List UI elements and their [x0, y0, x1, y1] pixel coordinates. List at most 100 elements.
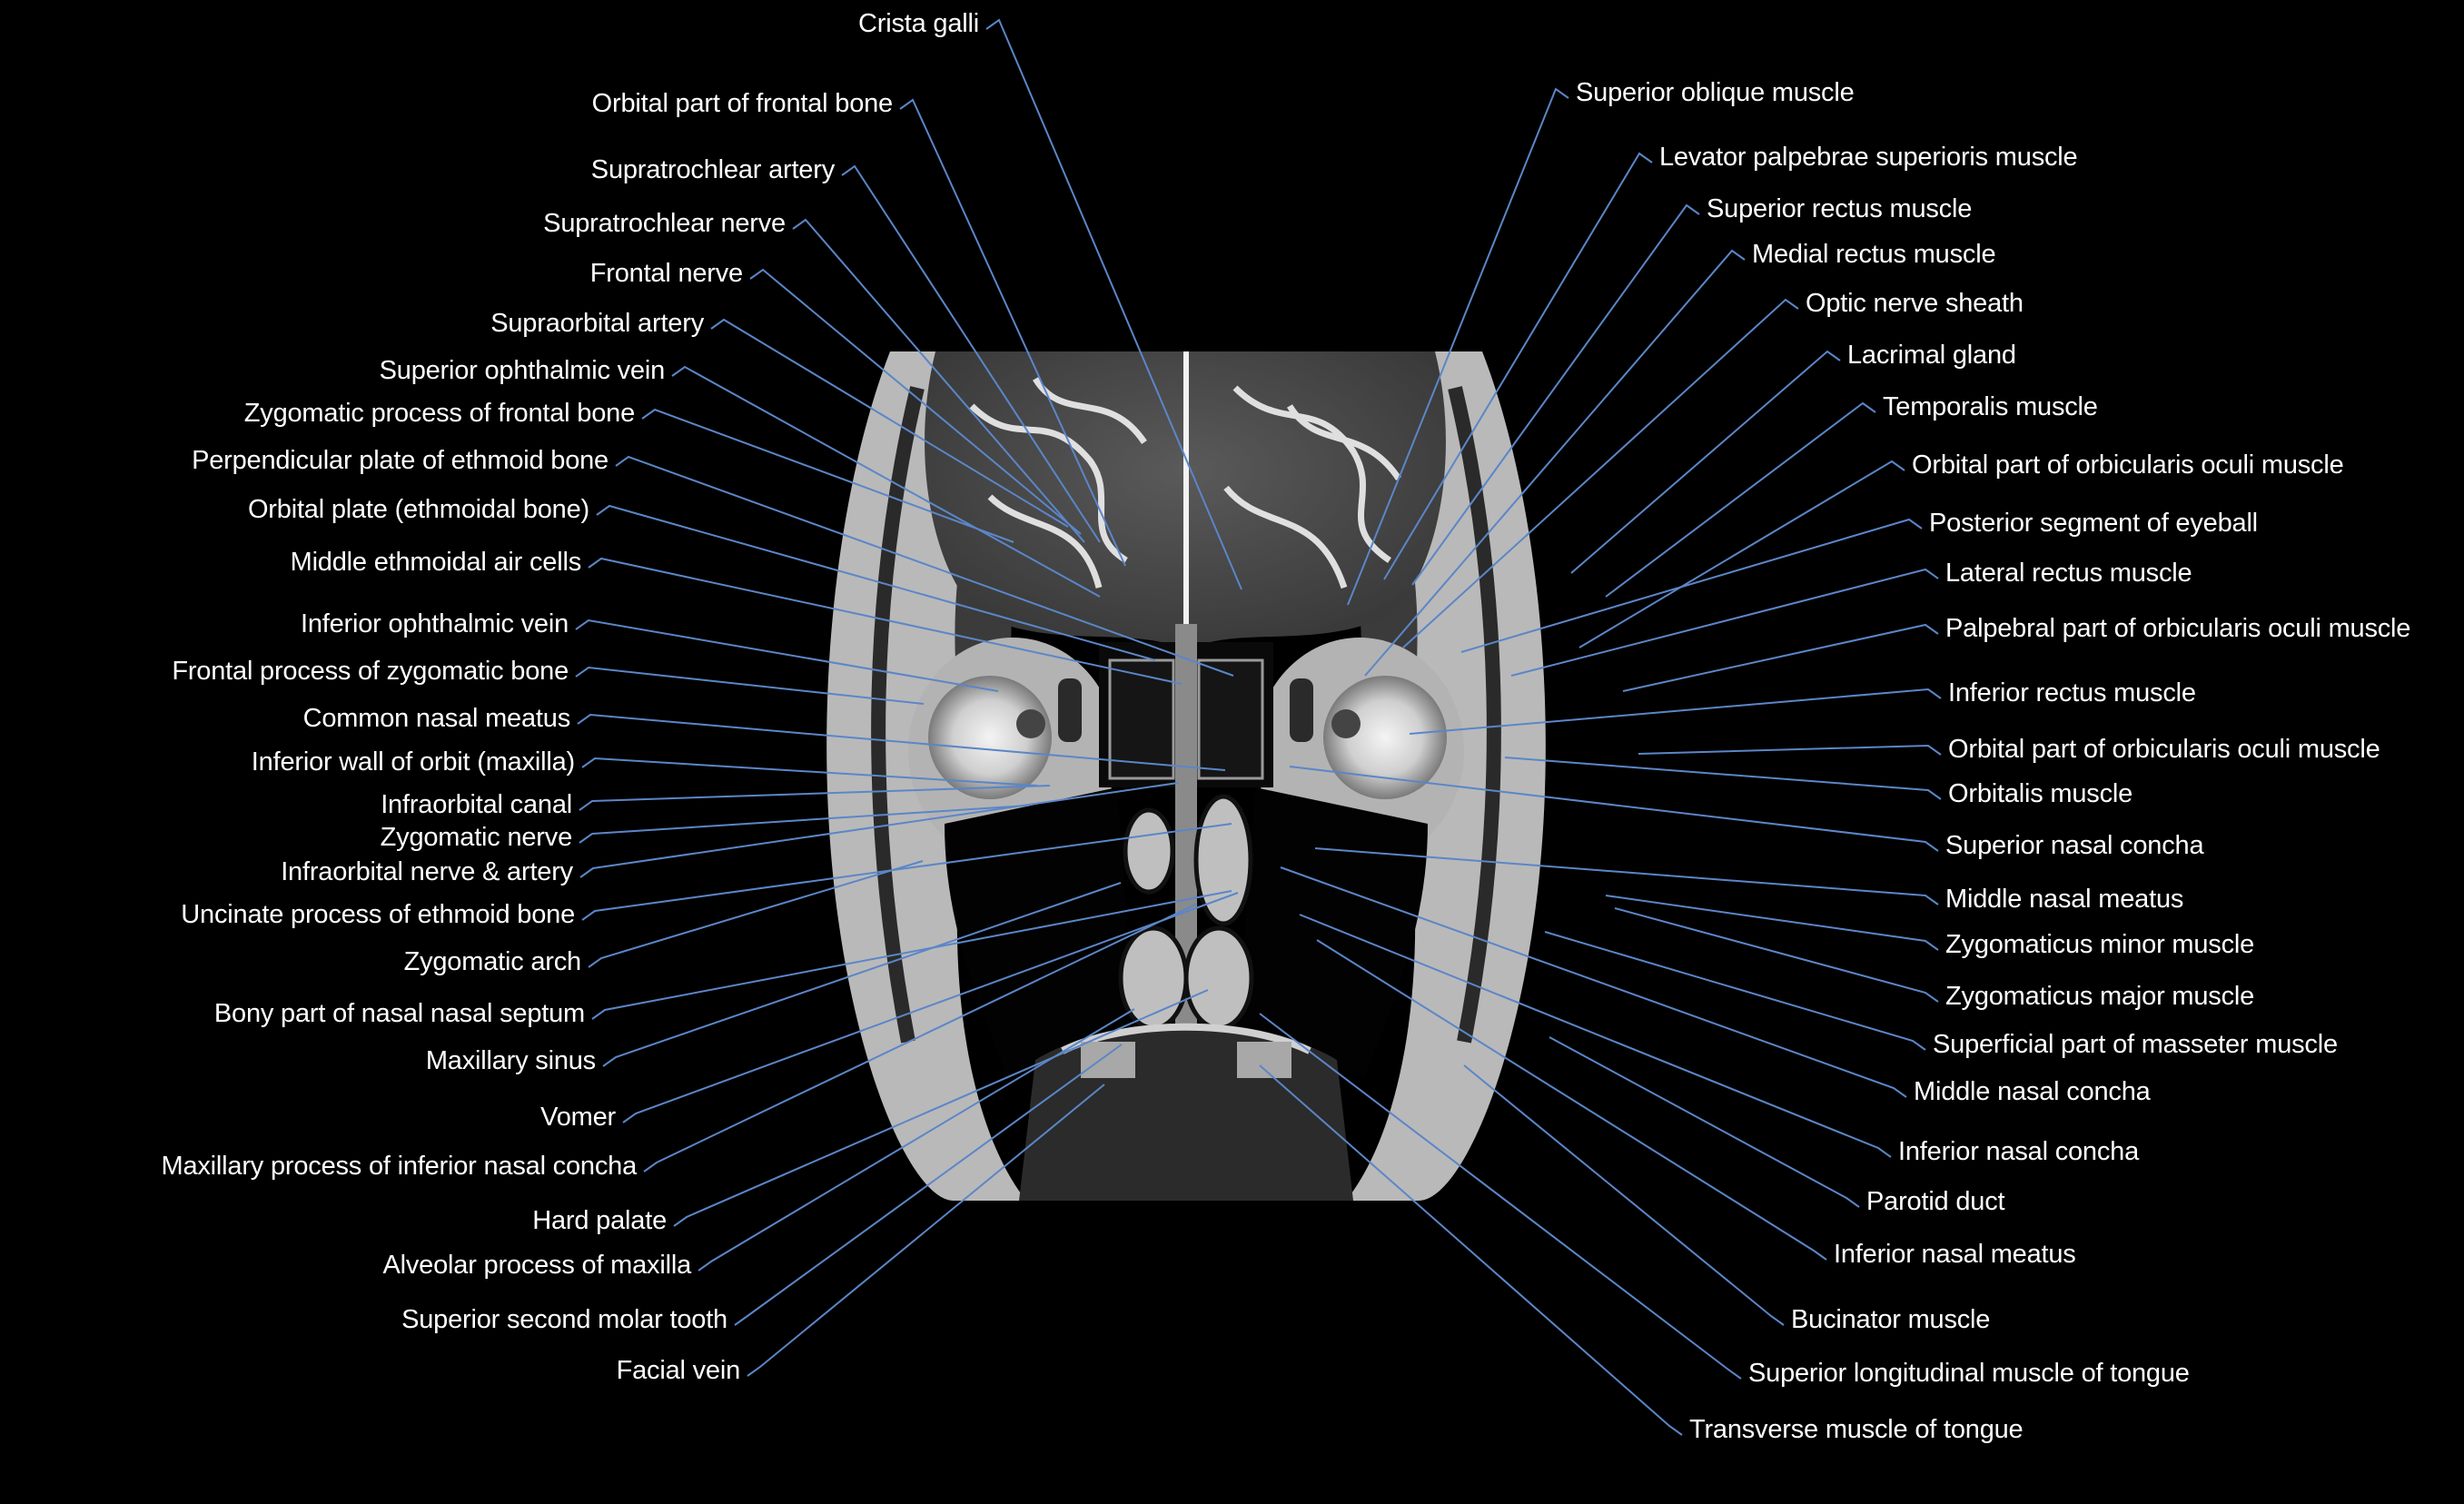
label-palpebral-part-of-orbicularis-oculi-muscle: Palpebral part of orbicularis oculi musc…: [1945, 614, 2411, 643]
leader-line-maxillary-sinus: [602, 882, 1122, 1067]
leader-line-middle-ethmoidal-air-cells: [588, 557, 1183, 685]
label-orbital-part-of-frontal-bone: Orbital part of frontal bone: [591, 89, 894, 118]
leader-line-orbitalis-muscle: [1504, 757, 1942, 800]
leader-line-superior-ophthalmic-vein: [671, 365, 1101, 598]
label-infraorbital-canal: Infraorbital canal: [381, 790, 572, 819]
label-frontal-process-of-zygomatic-bone: Frontal process of zygomatic bone: [172, 657, 569, 686]
leader-line-common-nasal-meatus: [577, 713, 1226, 771]
leader-line-inferior-nasal-concha: [1299, 914, 1892, 1158]
leader-line-orbital-plate-ethmoidal-bone: [596, 504, 1156, 661]
label-middle-ethmoidal-air-cells: Middle ethmoidal air cells: [290, 548, 582, 577]
label-orbital-part-of-orbicularis-oculi-muscle: Orbital part of orbicularis oculi muscle: [1912, 450, 2344, 480]
label-inferior-nasal-concha: Inferior nasal concha: [1898, 1137, 2140, 1166]
label-orbital-plate-ethmoidal-bone: Orbital plate (ethmoidal bone): [247, 495, 589, 524]
leader-line-superior-nasal-concha: [1289, 766, 1939, 852]
nasal-septum: [1175, 624, 1197, 1096]
left-maxillary-sinus: [1237, 787, 1428, 1078]
label-common-nasal-meatus: Common nasal meatus: [302, 704, 571, 733]
mri-coronal-image: [808, 351, 1564, 1201]
label-superior-second-molar-tooth: Superior second molar tooth: [401, 1305, 727, 1334]
leader-line-zygomaticus-minor-muscle: [1605, 895, 1939, 951]
label-middle-nasal-concha: Middle nasal concha: [1914, 1077, 2151, 1106]
leader-line-superficial-part-of-masseter-muscle: [1544, 931, 1926, 1051]
leader-line-perpendicular-plate-of-ethmoid-bone: [615, 455, 1234, 677]
label-supratrochlear-nerve: Supratrochlear nerve: [543, 209, 786, 238]
leader-line-bony-part-of-nasal-nasal-septum: [591, 890, 1232, 1020]
leader-line-superior-second-molar-tooth: [734, 1044, 1123, 1326]
label-medial-rectus-muscle: Medial rectus muscle: [1752, 240, 1996, 269]
leader-line-alveolar-process-of-maxilla: [698, 1008, 1135, 1271]
left-eyeball: [1323, 676, 1447, 799]
leader-line-transverse-muscle-of-tongue: [1259, 1064, 1683, 1436]
leader-line-levator-palpebrae-superioris-muscle: [1383, 152, 1653, 580]
label-supratrochlear-artery: Supratrochlear artery: [590, 155, 835, 184]
leader-line-infraorbital-canal: [579, 785, 1051, 811]
label-bucinator-muscle: Bucinator muscle: [1791, 1305, 1991, 1334]
label-posterior-segment-of-eyeball: Posterior segment of eyeball: [1929, 509, 2258, 538]
label-zygomatic-arch: Zygomatic arch: [403, 947, 582, 976]
leader-line-frontal-nerve: [749, 268, 1082, 535]
label-superior-oblique-muscle: Superior oblique muscle: [1576, 78, 1855, 107]
mri-slice-illustration: [808, 351, 1564, 1201]
leader-line-supratrochlear-nerve: [792, 218, 1085, 543]
leader-line-superior-rectus-muscle: [1411, 203, 1700, 586]
leader-line-middle-nasal-meatus: [1314, 847, 1939, 905]
leader-line-uncinate-process-of-ethmoid-bone: [581, 823, 1232, 921]
leader-line-supratrochlear-artery: [841, 164, 1101, 543]
label-zygomatic-process-of-frontal-bone: Zygomatic process of frontal bone: [243, 399, 635, 428]
label-alveolar-process-of-maxilla: Alveolar process of maxilla: [382, 1251, 691, 1280]
leader-line-zygomaticus-major-muscle: [1614, 907, 1939, 1003]
label-perpendicular-plate-of-ethmoid-bone: Perpendicular plate of ethmoid bone: [192, 446, 609, 475]
label-levator-palpebrae-superioris-muscle: Levator palpebrae superioris muscle: [1659, 143, 2078, 172]
label-lateral-rectus-muscle: Lateral rectus muscle: [1945, 559, 2192, 588]
label-superior-nasal-concha: Superior nasal concha: [1945, 831, 2204, 860]
leader-line-temporalis-muscle: [1605, 401, 1876, 598]
leader-line-zygomatic-process-of-frontal-bone: [641, 408, 1014, 543]
label-inferior-rectus-muscle: Inferior rectus muscle: [1948, 678, 2196, 707]
leader-line-infraorbital-nerve-artery: [579, 782, 1179, 878]
right-eyeball: [928, 676, 1052, 799]
right-maxillary-sinus: [945, 787, 1135, 1078]
leader-line-orbital-part-of-frontal-bone: [899, 98, 1126, 567]
leader-line-superior-oblique-muscle: [1347, 87, 1569, 606]
leader-line-inferior-wall-of-orbit-maxilla: [581, 757, 1038, 787]
label-superior-ophthalmic-vein: Superior ophthalmic vein: [379, 356, 666, 385]
label-middle-nasal-meatus: Middle nasal meatus: [1945, 885, 2184, 914]
leader-line-palpebral-part-of-orbicularis-oculi-muscle: [1622, 623, 1939, 692]
leader-line-inferior-nasal-meatus: [1316, 939, 1827, 1261]
leader-line-bucinator-muscle: [1463, 1064, 1785, 1326]
label-orbitalis-muscle: Orbitalis muscle: [1948, 779, 2133, 808]
leader-line-inferior-rectus-muscle: [1409, 688, 1942, 735]
label-maxillary-process-of-inferior-nasal-concha: Maxillary process of inferior nasal conc…: [161, 1152, 638, 1181]
label-zygomaticus-minor-muscle: Zygomaticus minor muscle: [1945, 930, 2255, 959]
leader-line-posterior-segment-of-eyeball: [1460, 518, 1923, 653]
label-transverse-muscle-of-tongue: Transverse muscle of tongue: [1689, 1415, 2024, 1444]
leader-line-lacrimal-gland: [1570, 350, 1841, 574]
label-bony-part-of-nasal-nasal-septum: Bony part of nasal nasal septum: [213, 999, 585, 1028]
label-inferior-ophthalmic-vein: Inferior ophthalmic vein: [300, 609, 569, 638]
label-crista-galli: Crista galli: [858, 9, 979, 38]
label-zygomaticus-major-muscle: Zygomaticus major muscle: [1945, 982, 2255, 1011]
leader-line-vomer: [622, 892, 1239, 1123]
label-orbital-part-of-orbicularis-oculi-muscle: Orbital part of orbicularis oculi muscle: [1948, 735, 2380, 764]
label-superior-rectus-muscle: Superior rectus muscle: [1707, 194, 1973, 223]
leader-line-medial-rectus-muscle: [1364, 249, 1746, 677]
label-supraorbital-artery: Supraorbital artery: [490, 309, 704, 338]
label-superficial-part-of-masseter-muscle: Superficial part of masseter muscle: [1933, 1030, 2338, 1059]
leader-line-zygomatic-nerve: [579, 805, 1028, 844]
leader-line-orbital-part-of-orbicularis-oculi-muscle: [1578, 460, 1905, 648]
label-vomer: Vomer: [540, 1103, 616, 1132]
label-temporalis-muscle: Temporalis muscle: [1883, 392, 2098, 421]
label-parotid-duct: Parotid duct: [1866, 1187, 2005, 1216]
leader-line-middle-nasal-concha: [1280, 866, 1907, 1098]
label-facial-vein: Facial vein: [616, 1356, 741, 1385]
leader-line-orbital-part-of-orbicularis-oculi-muscle: [1638, 744, 1942, 756]
label-uncinate-process-of-ethmoid-bone: Uncinate process of ethmoid bone: [181, 900, 575, 929]
leader-line-inferior-ophthalmic-vein: [575, 618, 999, 692]
leader-line-lateral-rectus-muscle: [1510, 568, 1939, 677]
leader-line-zygomatic-arch: [588, 860, 924, 968]
label-frontal-nerve: Frontal nerve: [589, 259, 743, 288]
leader-line-parotid-duct: [1549, 1036, 1860, 1208]
